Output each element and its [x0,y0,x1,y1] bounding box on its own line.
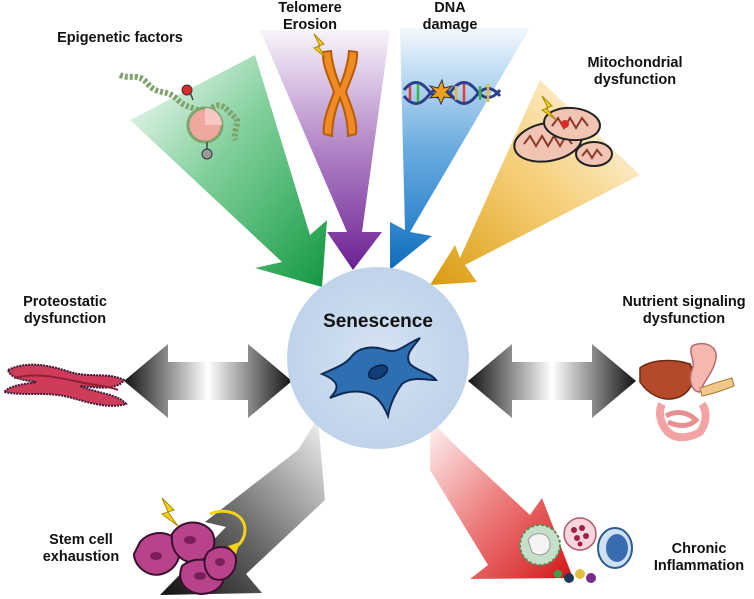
nutrient-double-arrow [468,344,636,418]
label-epigenetic-text: Epigenetic factors [57,30,183,46]
label-mito-line2: dysfunction [593,72,677,88]
label-telomere-line2: Erosion [283,17,337,33]
stem-arrow [160,418,325,595]
label-proteo-line1: Proteostatic [23,294,107,310]
label-dna-line2: damage [422,17,478,33]
telomere-arrow [260,30,390,270]
senescent-cell-icon [319,337,439,420]
digestive-organs-icon [639,342,735,442]
label-stem-line2: exhaustion [42,549,120,565]
label-mitochondrial-dysfunction: Mitochondrial dysfunction [580,55,690,89]
endoplasmic-reticulum-icon [1,363,128,407]
label-dna-damage: DNA damage [410,0,490,34]
label-stem-line1: Stem cell [49,532,113,548]
label-proteostatic-dysfunction: Proteostatic dysfunction [10,294,120,328]
chromosome-icon [312,33,359,138]
label-telomere-line1: Telomere [278,0,342,16]
mitochondria-icon [513,95,613,167]
center-title: Senescence [323,311,433,332]
label-telomere-erosion: Telomere Erosion [260,0,360,34]
label-epigenetic-factors: Epigenetic factors [45,30,195,47]
dna-helix-icon [402,78,502,106]
label-mito-line1: Mitochondrial [587,55,683,71]
label-nutrient-signaling-dysfunction: Nutrient signaling dysfunction [614,294,754,328]
label-nutrient-line2: dysfunction [642,311,726,327]
chromatin-icon [118,72,241,160]
label-proteo-line2: dysfunction [23,311,107,327]
label-inflam-line2: Inflammation [653,558,745,574]
proteo-double-arrow [124,344,292,418]
label-stem-cell-exhaustion: Stem cell exhaustion [36,532,126,566]
immune-cells-icon [519,517,633,583]
stem-cells-icon [132,497,247,596]
label-dna-line1: DNA [434,0,466,16]
label-inflam-line1: Chronic [671,541,727,557]
label-chronic-inflammation: Chronic Inflammation [646,541,752,575]
label-nutrient-line1: Nutrient signaling [622,294,746,310]
epigenetic-arrow [130,55,327,287]
